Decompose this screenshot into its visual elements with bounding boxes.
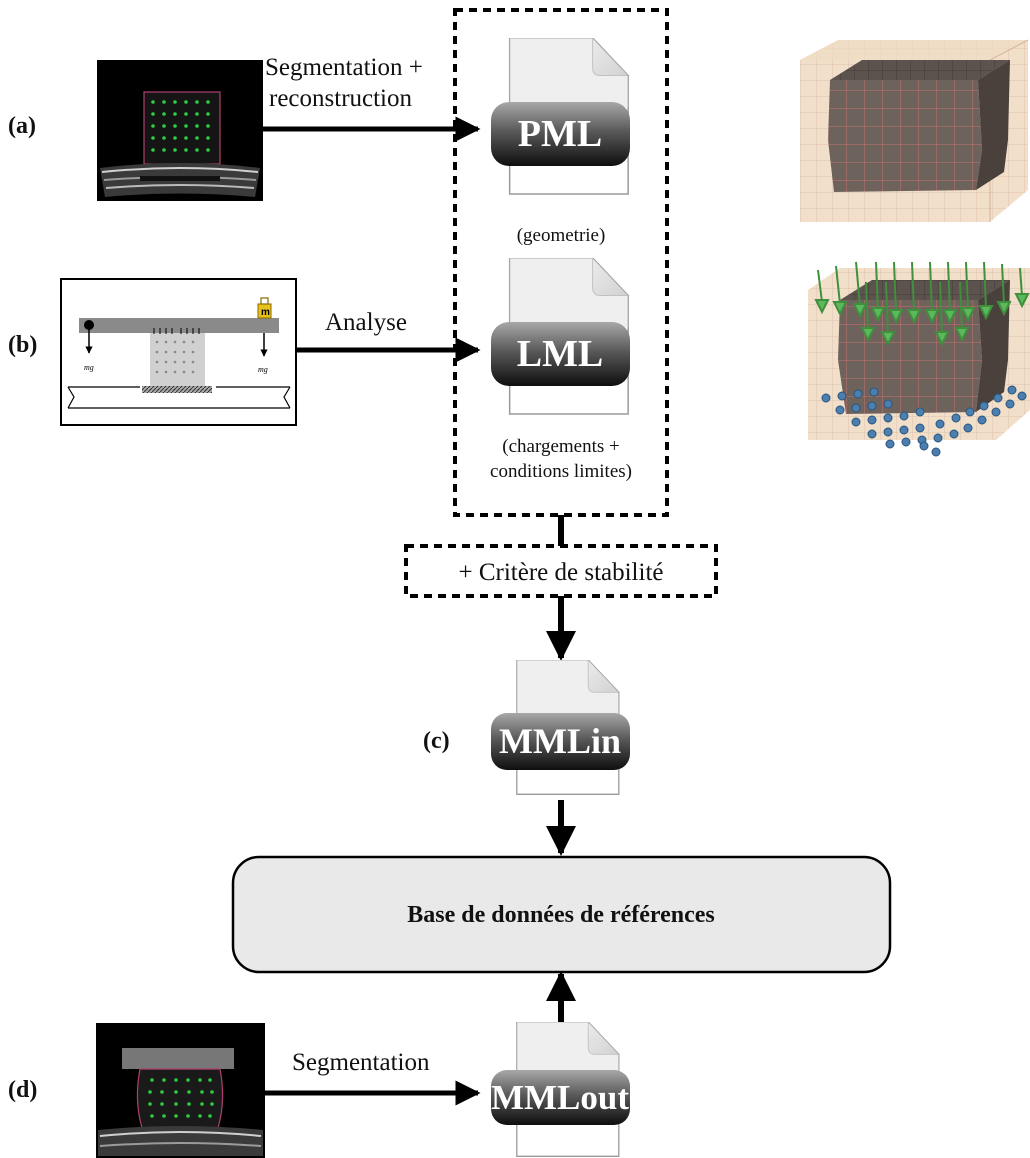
label-a: (a) bbox=[8, 113, 36, 139]
weight-right: mg bbox=[258, 365, 268, 374]
ct-scan-image-a bbox=[97, 60, 263, 201]
mmlout-label: MMLout bbox=[491, 1078, 629, 1117]
label-segmentation: Segmentation bbox=[292, 1049, 430, 1076]
stability-label: + Critère de stabilité bbox=[458, 559, 663, 586]
loading-setup-image-b: mg m mg bbox=[60, 278, 297, 426]
label-b: (b) bbox=[8, 332, 37, 358]
stability-box bbox=[404, 544, 718, 598]
mmlin-label: MMLin bbox=[499, 721, 621, 761]
note-chargements-2: conditions limites) bbox=[490, 461, 632, 482]
ct-scan-image-d bbox=[96, 1023, 265, 1158]
mesh-geometry-3d bbox=[800, 39, 1029, 222]
database-label: Base de données de références bbox=[407, 902, 715, 928]
lml-label: LML bbox=[517, 333, 604, 375]
label-analyse: Analyse bbox=[325, 309, 407, 336]
label-c: (c) bbox=[423, 728, 450, 754]
weight-left: mg bbox=[84, 363, 94, 372]
label-segmentation-reconstruction-1: Segmentation + bbox=[265, 54, 423, 81]
note-geometrie: (geometrie) bbox=[517, 225, 606, 246]
label-d: (d) bbox=[8, 1077, 37, 1103]
reference-database: Base de données de références bbox=[231, 855, 892, 974]
label-segmentation-reconstruction-2: reconstruction bbox=[269, 85, 413, 112]
pml-lml-container bbox=[453, 8, 669, 517]
lml-document-icon: LML bbox=[491, 258, 630, 415]
mesh-loads-3d bbox=[808, 261, 1030, 457]
note-chargements-1: (chargements + bbox=[502, 436, 619, 457]
mass-tag: m bbox=[261, 307, 270, 318]
mmlout-document-icon: MMLout bbox=[491, 1022, 630, 1158]
pml-label: PML bbox=[518, 113, 602, 155]
pml-document-icon: PML bbox=[491, 38, 630, 195]
mmlin-document-icon: MMLin bbox=[491, 660, 630, 796]
